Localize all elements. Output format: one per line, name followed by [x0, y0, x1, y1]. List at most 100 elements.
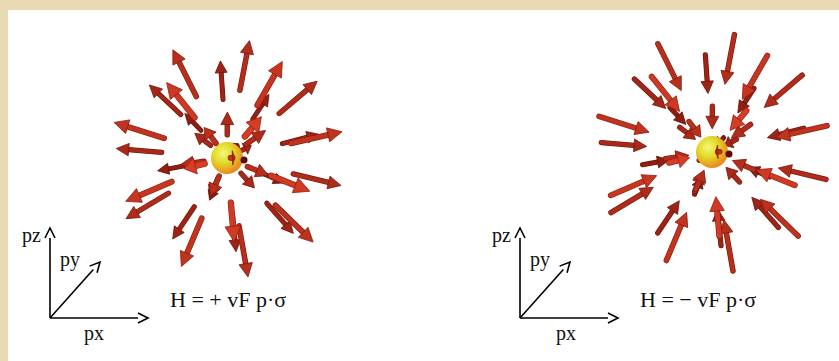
arrow-shaft — [749, 56, 767, 88]
arrow-head — [180, 250, 193, 266]
arrow-head — [114, 120, 130, 134]
right-axes — [515, 228, 618, 323]
arrow-shaft — [128, 127, 164, 138]
arrow-shaft — [717, 211, 719, 236]
arrow-shaft — [211, 136, 216, 143]
arrow-head — [742, 84, 755, 100]
arrow-shaft-edge — [599, 116, 636, 128]
arrow-shaft-edge — [666, 225, 681, 261]
hamiltonian-equation: H = + vF p·σ — [170, 288, 286, 312]
center-sphere — [211, 142, 243, 174]
axis-line — [50, 269, 93, 318]
arrow-shaft-edge — [129, 150, 162, 153]
arrow-head — [116, 143, 129, 155]
arrow-shaft-edge — [179, 62, 196, 97]
arrow-head — [269, 62, 283, 79]
arrow-shaft — [710, 106, 714, 116]
arrow-head — [776, 128, 791, 141]
arrow-shaft — [742, 124, 751, 130]
arrow-head — [726, 167, 738, 179]
arrow-shaft-edge — [680, 127, 687, 132]
arrow-shaft — [696, 181, 700, 190]
center-sphere — [696, 136, 728, 168]
arrow-shaft-edge — [139, 182, 171, 196]
arrow-head — [633, 139, 646, 152]
arrow-shaft — [247, 167, 257, 171]
arrow-head — [667, 201, 679, 215]
arrow-head — [215, 61, 227, 73]
arrow-shaft-edge — [717, 211, 719, 236]
arrow-head — [303, 81, 317, 94]
arrow-shaft-edge — [211, 136, 216, 143]
arrow-shaft-edge — [744, 165, 754, 169]
arrow-shaft-edge — [791, 171, 826, 179]
arrow-shaft-edge — [187, 218, 202, 253]
arrow-head — [240, 41, 253, 55]
arrow-head — [149, 85, 162, 98]
arrow-shaft-edge — [733, 175, 739, 182]
arrow-shaft — [658, 211, 673, 233]
white-panel — [8, 10, 839, 361]
arrow-shaft — [770, 175, 795, 185]
arrow-shaft-edge — [611, 181, 644, 195]
arrow-head — [173, 50, 185, 65]
arrow-shaft — [203, 140, 210, 145]
axis-arrowhead — [608, 313, 618, 323]
arrow-shaft-edge — [291, 135, 328, 143]
arrow-shaft-edge — [203, 140, 210, 145]
arrow-head — [716, 145, 718, 159]
arrow-shaft — [689, 122, 694, 129]
arrow-shaft — [726, 233, 733, 271]
arrow-shaft-edge — [192, 122, 200, 131]
arrow-head — [641, 175, 657, 188]
arrow-head — [710, 197, 724, 212]
arrow-shaft — [739, 111, 746, 120]
arrow-shaft-edge — [726, 233, 733, 271]
arrow-head — [246, 117, 261, 133]
arrow-shaft — [705, 55, 707, 81]
arrow-shaft — [246, 138, 255, 144]
arrow-head — [173, 226, 185, 239]
arrow-shaft-edge — [770, 175, 795, 185]
arrow-head — [730, 115, 745, 131]
small-dot — [726, 151, 733, 158]
arrow-shaft — [192, 122, 200, 131]
arrow-shaft — [680, 127, 687, 132]
arrow-head — [674, 112, 686, 125]
arrow-shaft — [176, 95, 194, 118]
arrow-head — [326, 128, 342, 142]
arrow-shaft — [658, 44, 675, 79]
arrow-shaft — [744, 165, 754, 169]
axis-line — [50, 317, 138, 319]
arrow-head — [693, 170, 705, 183]
arrow-shaft-edge — [240, 54, 247, 91]
arrow-shaft-edge — [169, 166, 185, 169]
arrow-shaft — [187, 218, 202, 253]
arrow-shaft — [789, 126, 827, 135]
arrow-shaft — [139, 182, 171, 196]
arrow-shaft-edge — [179, 207, 194, 229]
arrow-head — [634, 122, 649, 135]
arrow-head — [298, 227, 313, 242]
arrow-head — [675, 212, 688, 227]
arrow-shaft — [239, 226, 246, 264]
arrow-shaft-edge — [749, 56, 767, 88]
hamiltonian-equation: H = − vF p·σ — [640, 288, 756, 312]
axis-label: py — [60, 248, 80, 270]
arrow-shaft-edge — [696, 181, 700, 190]
arrow-shaft — [240, 54, 247, 91]
arrow-head — [732, 159, 746, 171]
arrow-shaft — [770, 209, 798, 236]
arrow-head — [232, 151, 234, 165]
axis-label: pz — [492, 224, 511, 246]
arrow-head — [158, 163, 170, 174]
arrow-head — [639, 187, 653, 199]
arrow-shaft-edge — [742, 124, 751, 130]
arrow-shaft — [215, 176, 219, 185]
arrow-shaft-edge — [257, 74, 275, 105]
arrow-shaft — [652, 77, 671, 101]
arrow-shaft-edge — [652, 77, 671, 101]
arrow-shaft — [731, 139, 736, 142]
arrow-head — [689, 125, 701, 138]
